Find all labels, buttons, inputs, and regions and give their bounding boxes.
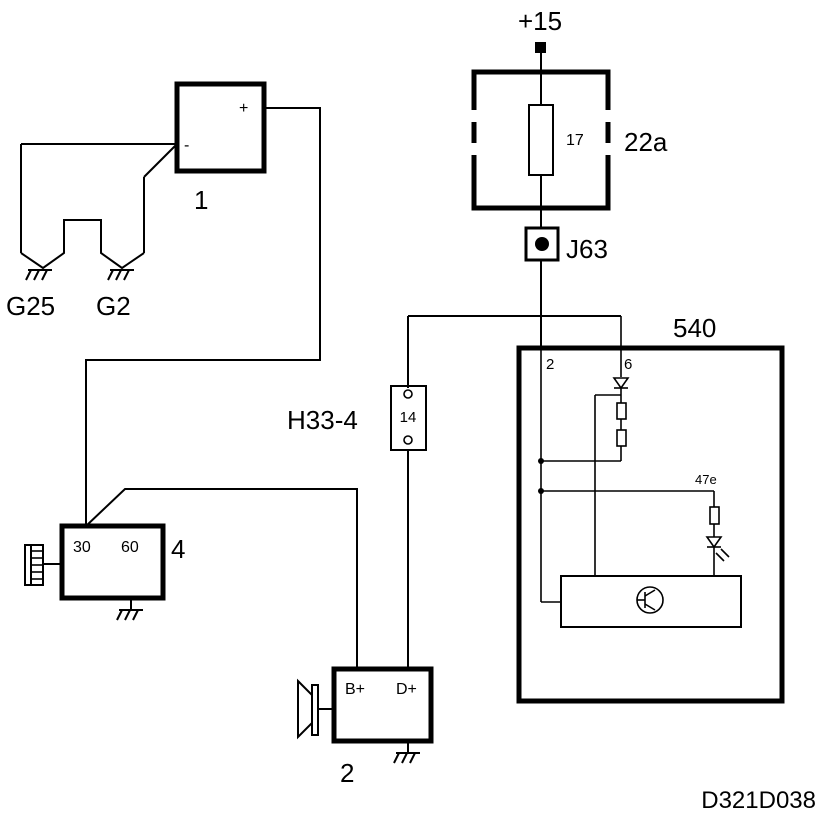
wire-ground-bridge xyxy=(20,219,145,270)
resistor-led xyxy=(709,506,720,525)
component-540-box xyxy=(516,345,785,704)
alternator-dplus-label: D+ xyxy=(396,681,417,698)
supply-terminal xyxy=(535,42,546,53)
diode-symbol xyxy=(612,377,630,390)
starter-gear-icon xyxy=(24,544,62,586)
battery-plus-label: + xyxy=(239,100,248,117)
resistor-upper xyxy=(616,402,627,420)
ground-g25-icon xyxy=(25,269,52,281)
connector-j63: J63 xyxy=(524,226,608,264)
starter-term60-label: 60 xyxy=(121,539,139,556)
diagram-code: D321D038 xyxy=(701,787,816,814)
alternator-label: 2 xyxy=(340,758,354,788)
fuse-element xyxy=(528,104,554,176)
junction-node-lower xyxy=(538,488,544,494)
transistor-icon xyxy=(636,586,664,614)
fusebox-label: 22a xyxy=(624,127,668,157)
alternator: B+ D+ xyxy=(331,666,434,744)
junction-node-upper xyxy=(538,458,544,464)
pin-6-label: 6 xyxy=(624,356,632,373)
component-540-label: 540 xyxy=(673,313,716,343)
ground-starter-icon xyxy=(116,598,143,621)
wire-battery-minus-diagonal xyxy=(143,143,178,178)
alternator-pulley-icon xyxy=(297,678,334,740)
ground-alternator-icon xyxy=(393,741,420,764)
starter-label: 4 xyxy=(171,534,185,564)
h33-label: H33-4 xyxy=(287,405,358,435)
starter: 30 60 xyxy=(59,523,166,601)
starter-term30-label: 30 xyxy=(73,539,91,556)
pin-2-label: 2 xyxy=(546,356,554,373)
fusebox: 17 22a xyxy=(471,69,668,211)
led-icon xyxy=(705,536,730,562)
ground-g2-label: G2 xyxy=(96,291,131,321)
ground-g2-icon xyxy=(107,269,134,281)
j63-label: J63 xyxy=(566,234,608,264)
battery: + - xyxy=(174,81,267,174)
fuse-number: 17 xyxy=(566,132,584,149)
ground-g25-label: G25 xyxy=(6,291,55,321)
wire-starter-to-alternator xyxy=(85,488,358,669)
pin-47e-label: 47e xyxy=(695,472,717,487)
h33-pin-label: 14 xyxy=(400,409,417,426)
supply-label: +15 xyxy=(518,6,562,36)
transistor-block xyxy=(560,575,742,628)
alternator-bplus-label: B+ xyxy=(345,681,365,698)
wire-battery-plus-to-starter xyxy=(85,107,321,526)
battery-label: 1 xyxy=(194,185,208,215)
battery-minus-label: - xyxy=(184,137,189,154)
connector-h33: 14 xyxy=(390,385,427,451)
resistor-lower xyxy=(616,429,627,447)
